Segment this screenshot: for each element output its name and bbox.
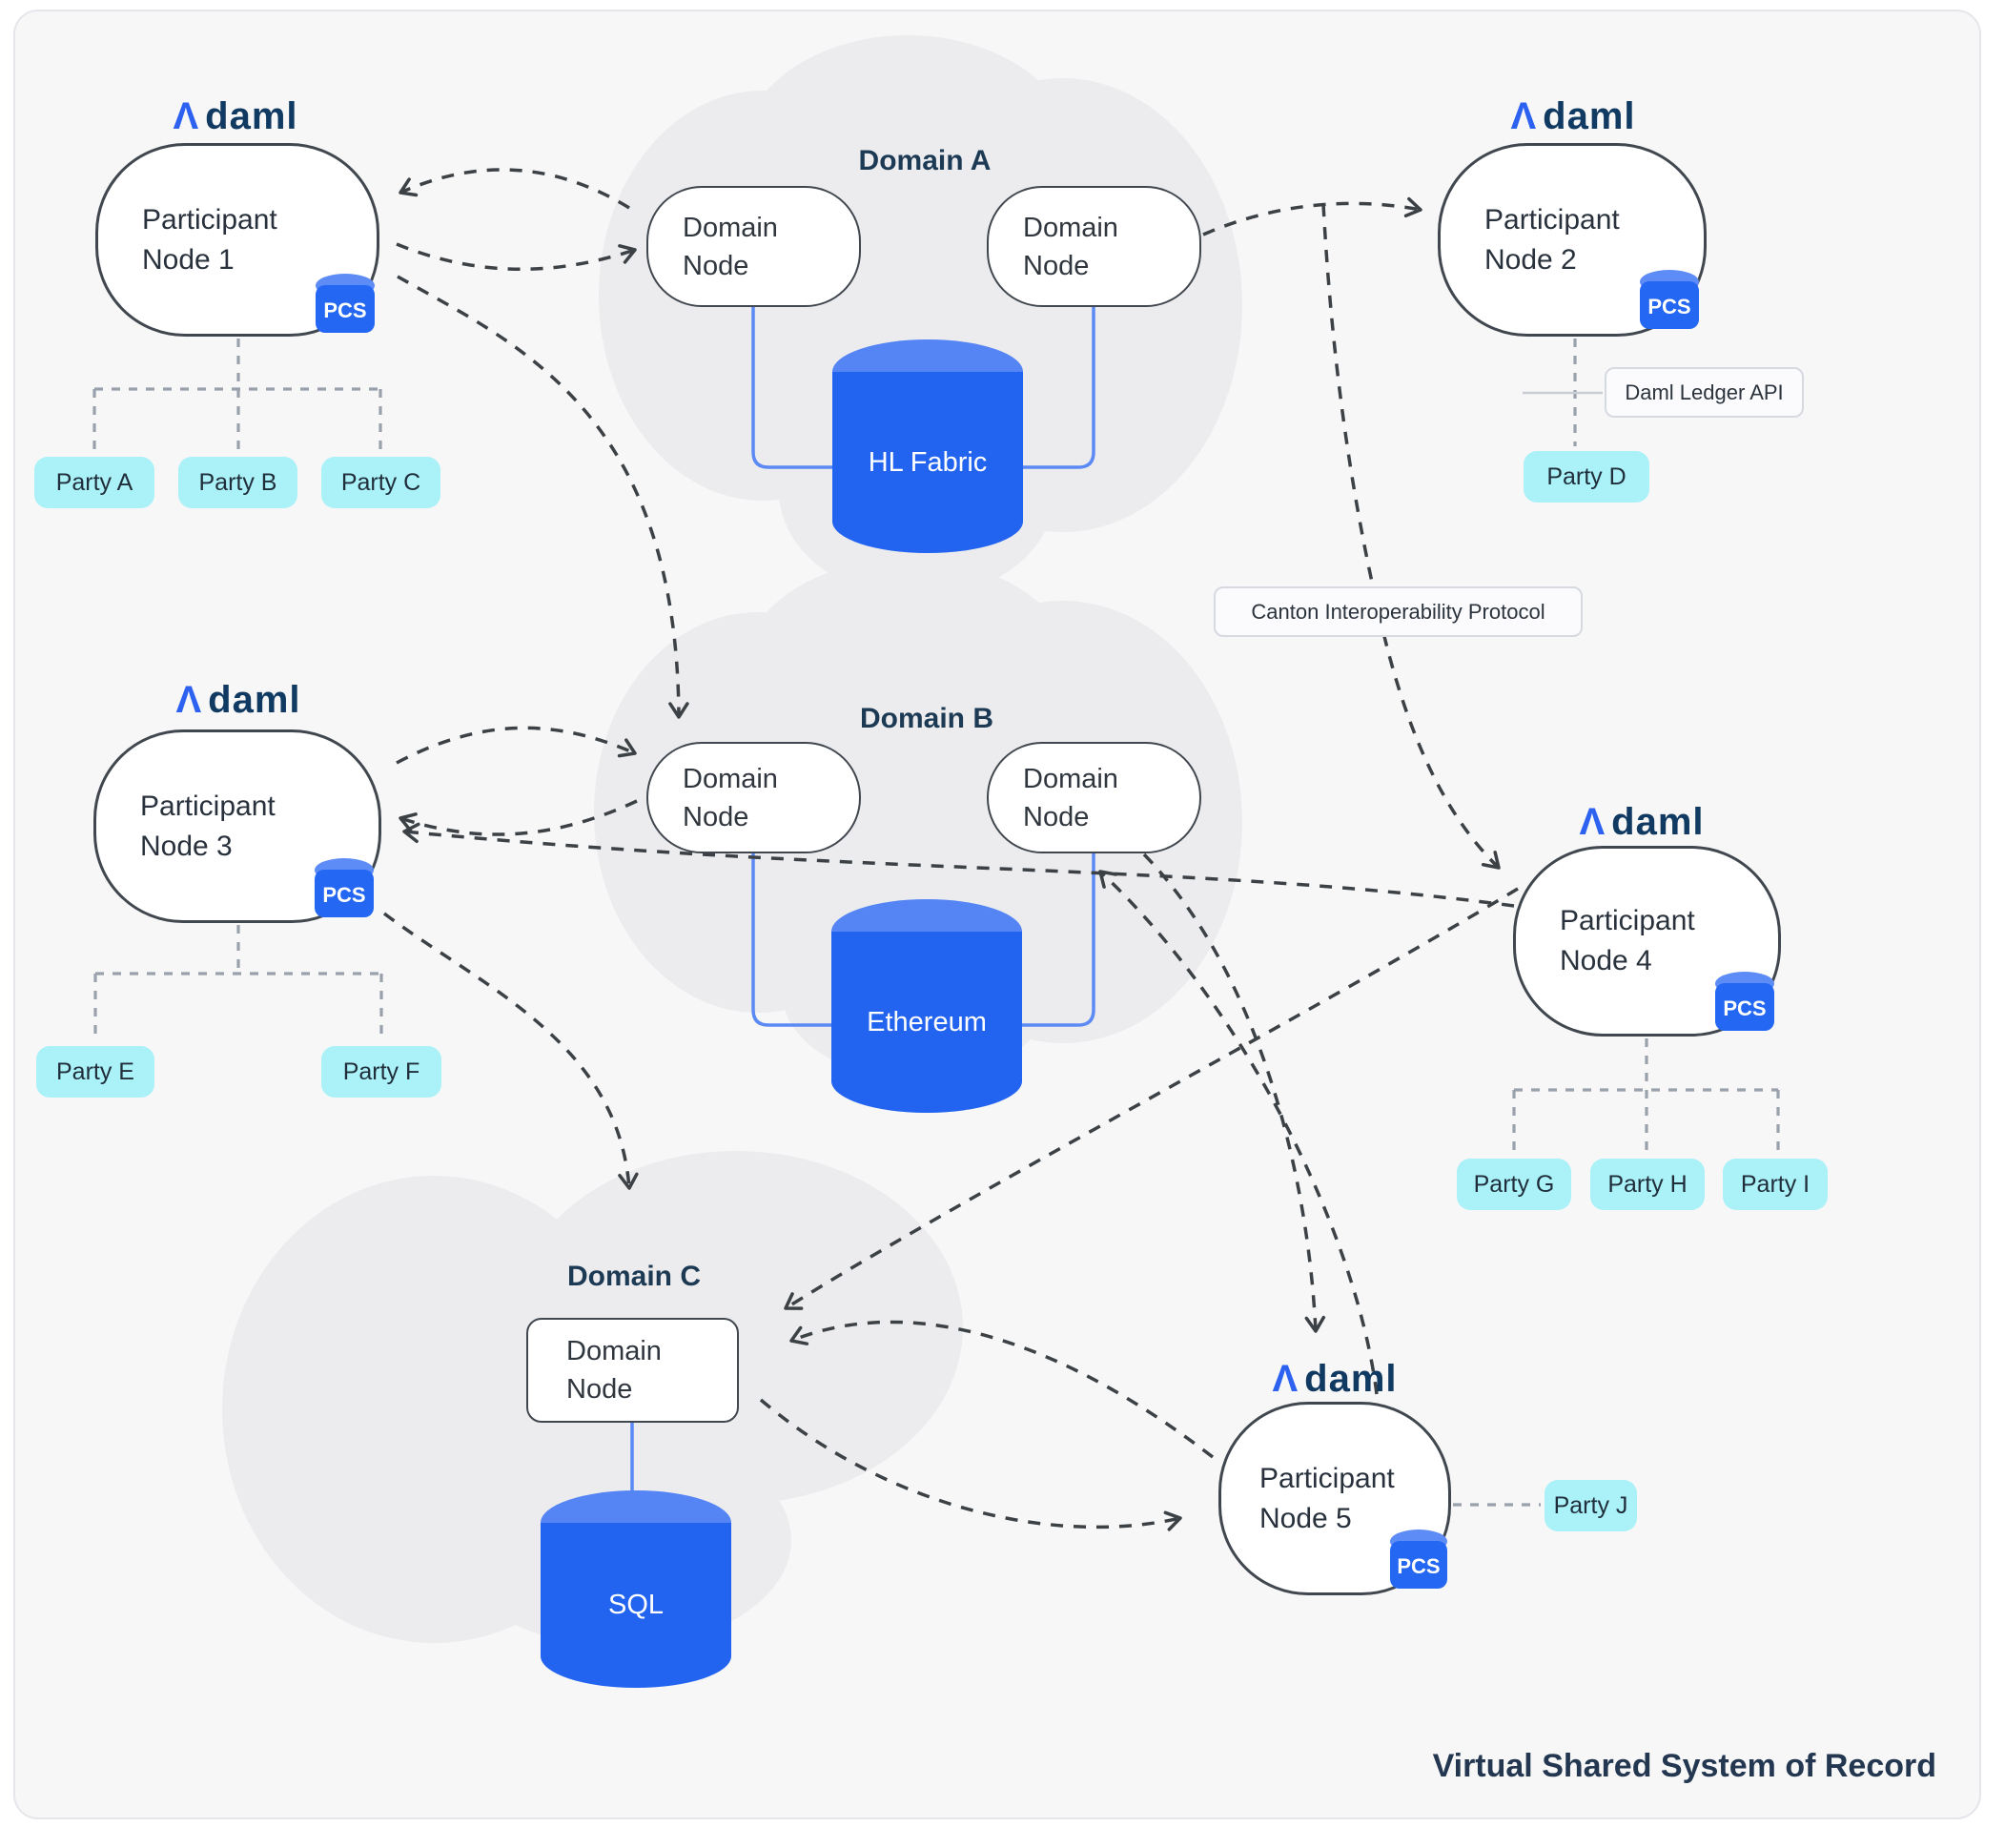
pcs-badge-1: PCS [316, 274, 375, 333]
arrow-node-3-to-domain-b [396, 726, 637, 765]
participant-node-3-label: Node 3 [140, 830, 233, 862]
party-chip-f: Party F [321, 1046, 441, 1098]
participant-node-1-label: Node 1 [142, 243, 235, 276]
party-chip-a: Party A [34, 457, 154, 508]
participant-node-5-label: Node 5 [1259, 1502, 1352, 1534]
arrow-node-4-to-domain-c [784, 887, 1519, 1310]
arrow-node-4-to-node-3 [402, 822, 1515, 908]
party-chip-c: Party C [321, 457, 440, 508]
daml-mark-icon: Λ [1579, 801, 1606, 843]
participant-node-4-label: Participant [1560, 905, 1695, 936]
participant-node-1: Participant Node 1 [95, 143, 379, 337]
participant-node-4-label: Node 4 [1560, 945, 1652, 976]
daml-mark-icon: Λ [175, 679, 203, 721]
diagram-title: Virtual Shared System of Record [1432, 1748, 1936, 1784]
arrow-domain-a-to-node-2 [1202, 196, 1422, 236]
arrow-domain-b-to-node-3 [399, 799, 638, 836]
daml-mark-icon: Λ [1510, 95, 1538, 137]
canton-protocol-label: Canton Interoperability Protocol [1214, 586, 1583, 637]
domain-b-right-connector [1022, 853, 1095, 1027]
party-chip-e: Party E [36, 1046, 154, 1098]
arrow-domain-a-to-node-1 [399, 168, 630, 210]
node-3-party-links [93, 925, 383, 1038]
pcs-badge-3: PCS [315, 858, 374, 917]
node-1-party-links [92, 339, 382, 449]
domain-a-title: Domain A [858, 145, 992, 176]
sql-cylinder: SQL [541, 1490, 731, 1688]
hl-fabric-cylinder: HL Fabric [832, 339, 1023, 553]
participant-node-1-label: Participant [142, 203, 277, 236]
participant-node-5-label: Participant [1259, 1462, 1395, 1494]
arrow-node-3-to-domain-c [382, 912, 639, 1190]
daml-mark-icon: Λ [1272, 1358, 1299, 1400]
domain-b-left-connector [751, 853, 832, 1027]
pcs-badge-4: PCS [1715, 972, 1774, 1031]
node-4-party-links [1512, 1038, 1780, 1151]
domain-a-right-connector [1022, 307, 1095, 469]
party-chip-i: Party I [1723, 1159, 1828, 1210]
arrow-node-1-to-domain-a [396, 242, 637, 272]
pcs-badge-2: PCS [1640, 270, 1699, 329]
arrow-domain-b-to-node-5 [1142, 852, 1326, 1333]
domain-c-title: Domain C [566, 1261, 702, 1292]
domain-a-left-connector [751, 307, 833, 469]
arrow-domain-c-to-node-5 [759, 1398, 1182, 1531]
ethereum-cylinder: Ethereum [831, 899, 1022, 1113]
arrow-node-5-to-domain-b [1098, 870, 1379, 1395]
participant-node-3-label: Participant [140, 790, 276, 822]
party-chip-g: Party G [1457, 1159, 1571, 1210]
party-chip-d: Party D [1524, 451, 1649, 503]
party-chip-h: Party H [1590, 1159, 1705, 1210]
participant-node-2-label: Node 2 [1484, 243, 1577, 276]
party-chip-j: Party J [1545, 1480, 1637, 1531]
participant-node-2-label: Participant [1484, 203, 1620, 236]
party-chip-b: Party B [178, 457, 297, 508]
arrow-canton-to-node-4 [1321, 203, 1501, 870]
domain-b-title: Domain B [859, 703, 994, 734]
pcs-badge-5: PCS [1390, 1530, 1447, 1589]
arrow-node-1-to-domain-b [397, 275, 689, 719]
daml-mark-icon: Λ [173, 95, 200, 137]
daml-ledger-api-label: Daml Ledger API [1605, 367, 1804, 418]
